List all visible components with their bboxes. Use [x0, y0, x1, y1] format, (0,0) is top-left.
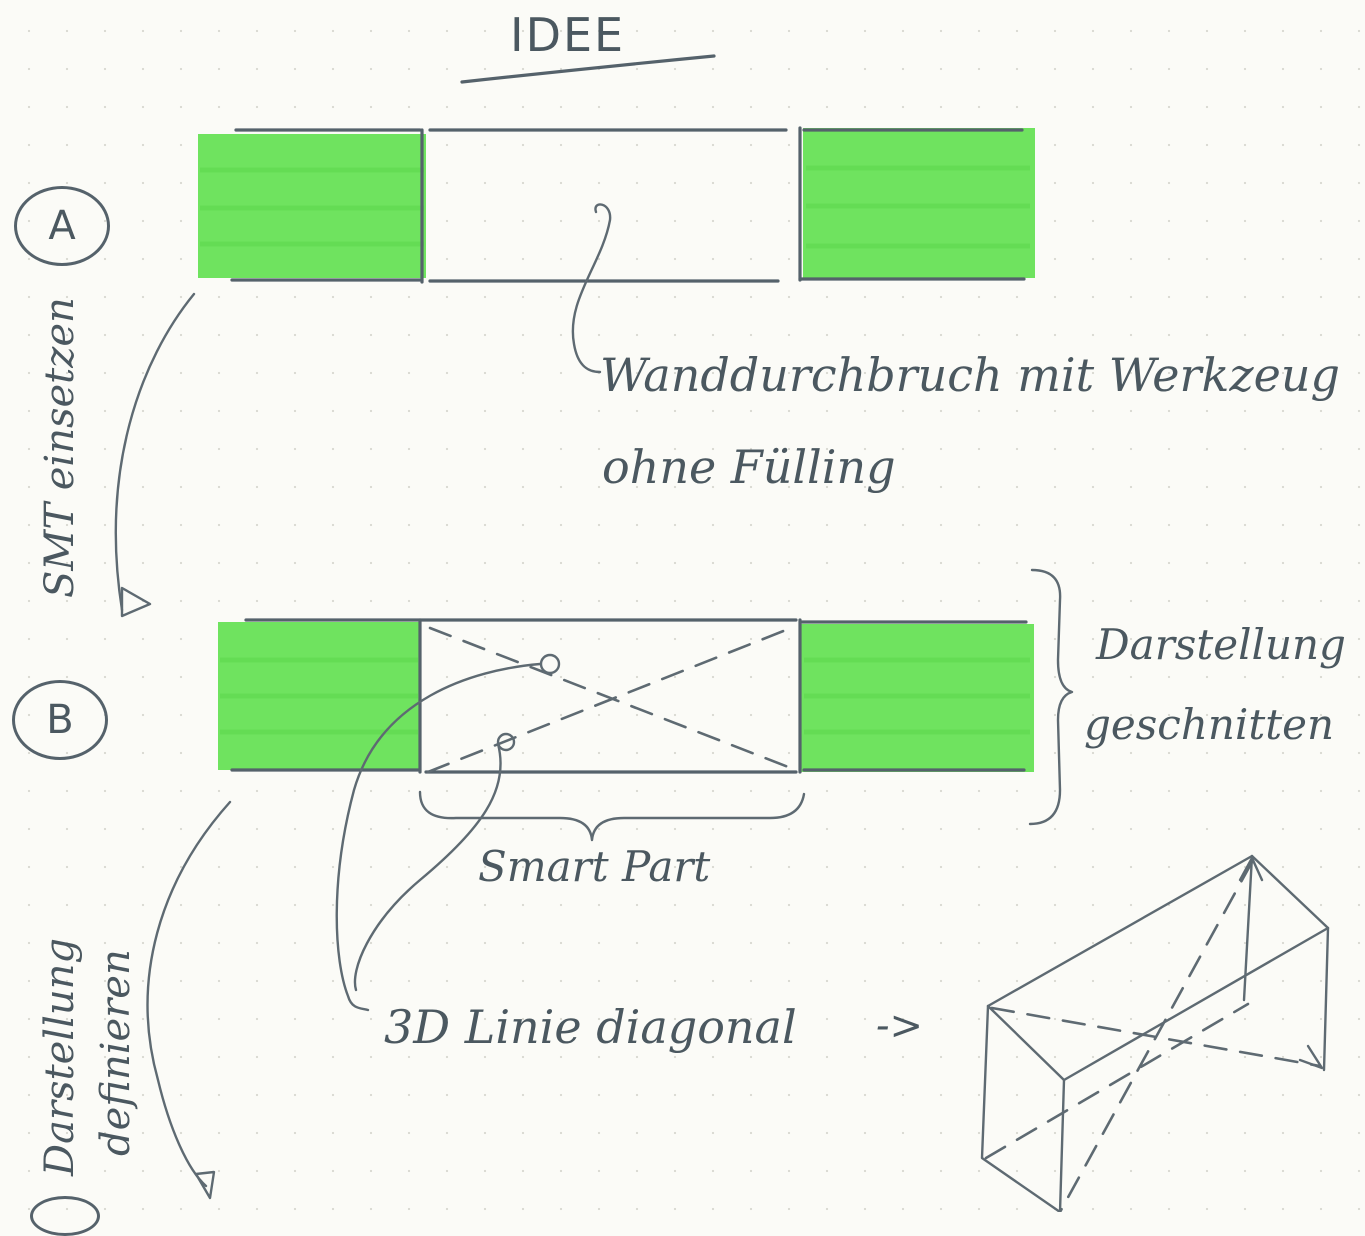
point-1 [539, 653, 561, 675]
wall-a [198, 126, 1035, 284]
pointer-b2 [353, 742, 502, 992]
pointer-b1 [335, 662, 542, 1012]
cut-brace [1028, 568, 1074, 826]
arrow-a-to-b [114, 292, 196, 612]
page-title: IDEE [510, 8, 626, 62]
3d-box-sketch [980, 854, 1330, 1212]
smart-part-brace [418, 790, 806, 842]
section-c-marker-partial [30, 1196, 100, 1236]
diagonal-2 [426, 624, 798, 774]
smt-insert-text: SMT einsetzen [37, 297, 83, 598]
wall-a-right-fill [803, 128, 1035, 278]
3d-line-text: 3D Linie diagonal [384, 1000, 797, 1054]
point-2 [496, 732, 516, 752]
cut-text-line2: geschnitten [1084, 700, 1335, 749]
pointer-a [571, 203, 612, 374]
wall-opening-text-line1: Wanddurchbruch mit Werkzeug [600, 348, 1340, 402]
arrow-to-box: -> [876, 1003, 924, 1049]
define-text-line1: Darstellung [37, 937, 83, 1176]
wall-opening-text-line2: ohne Fülling [602, 440, 896, 494]
smart-part-text: Smart Part [478, 842, 711, 891]
section-b-marker: B [12, 680, 108, 760]
cut-text-line1: Darstellung [1096, 620, 1346, 669]
section-a-marker: A [14, 186, 110, 266]
define-text-line2: definieren [93, 949, 139, 1156]
arrow-b-to-c [146, 800, 232, 1188]
title-underline [460, 54, 716, 84]
wall-b [218, 618, 1034, 774]
